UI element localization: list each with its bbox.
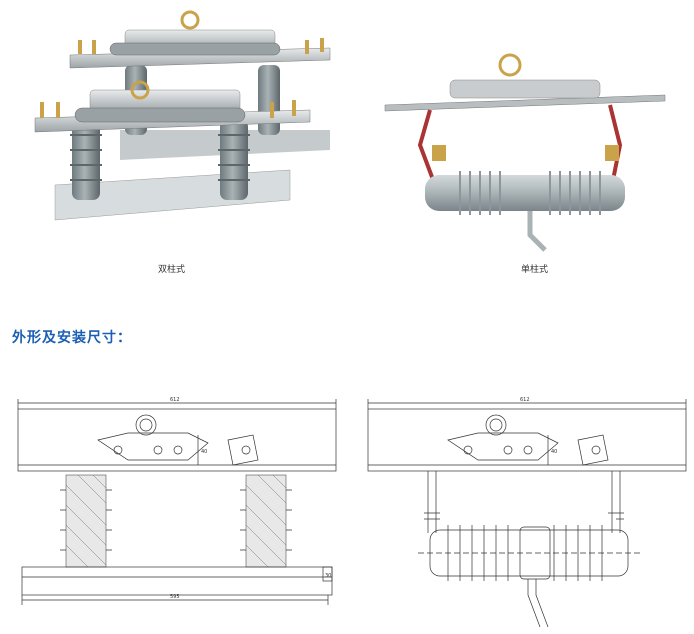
section-title: 外形及安装尺寸： xyxy=(12,330,132,346)
single-column-photo xyxy=(384,53,666,252)
left-width-dim: 612 xyxy=(170,397,180,403)
right-width-dim: 612 xyxy=(520,397,530,403)
double-column-caption: 双柱式 xyxy=(158,265,186,275)
double-column-drawing: 612 40 30 595 xyxy=(17,397,337,605)
single-column-drawing: 612 40 xyxy=(367,397,687,628)
single-column-caption: 单柱式 xyxy=(521,265,549,275)
right-height-dim: 40 xyxy=(551,449,557,455)
left-base-height-dim: 30 xyxy=(325,573,331,579)
double-column-photo xyxy=(34,10,331,221)
left-base-dim: 595 xyxy=(170,594,180,600)
left-height-dim: 40 xyxy=(201,449,207,455)
